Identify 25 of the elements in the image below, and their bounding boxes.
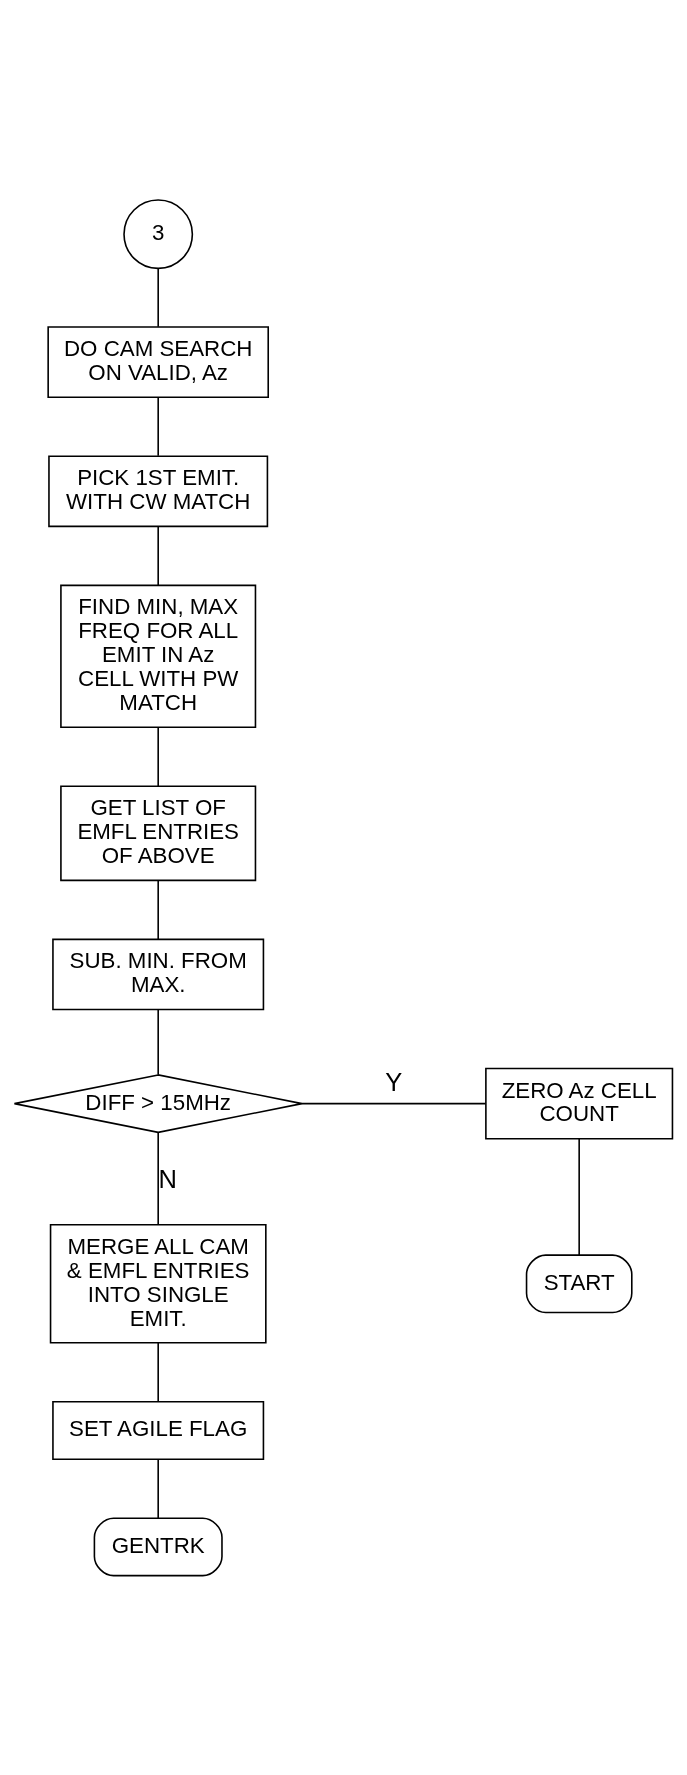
node-box: GET LIST OF EMFL ENTRIES OF ABOVE	[60, 785, 257, 881]
node-circle: 3	[123, 198, 194, 269]
connector	[157, 1458, 159, 1519]
node-box: MERGE ALL CAM & EMFL ENTRIES INTO SINGLE EMIT.	[49, 1223, 267, 1344]
node-box: GENTRK	[93, 1516, 223, 1576]
node-box: SET AGILE FLAG	[52, 1400, 265, 1460]
connector	[578, 1137, 580, 1256]
node-box: FIND MIN, MAX FREQ FOR ALL EMIT IN Az CELL WITH PW MATCH	[60, 584, 257, 728]
node-diamond: DIFF > 15MHz	[13, 1073, 303, 1133]
connector	[301, 1102, 487, 1104]
connector	[157, 396, 159, 457]
connector	[157, 525, 159, 586]
edge-label: Y	[385, 1067, 403, 1096]
node-box: DO CAM SEARCH ON VALID, Az	[47, 325, 269, 398]
connector	[157, 267, 159, 327]
connector	[157, 879, 159, 940]
node-box: PICK 1ST EMIT. WITH CW MATCH	[48, 454, 269, 527]
connector	[157, 1341, 159, 1402]
node-box: START	[525, 1253, 633, 1313]
connector	[157, 1131, 159, 1226]
connector	[157, 726, 159, 787]
edge-label: N	[158, 1164, 177, 1193]
connector	[157, 1008, 159, 1075]
node-box: ZERO Az CELL COUNT	[485, 1067, 674, 1139]
node-box: SUB. MIN. FROM MAX.	[52, 938, 265, 1010]
